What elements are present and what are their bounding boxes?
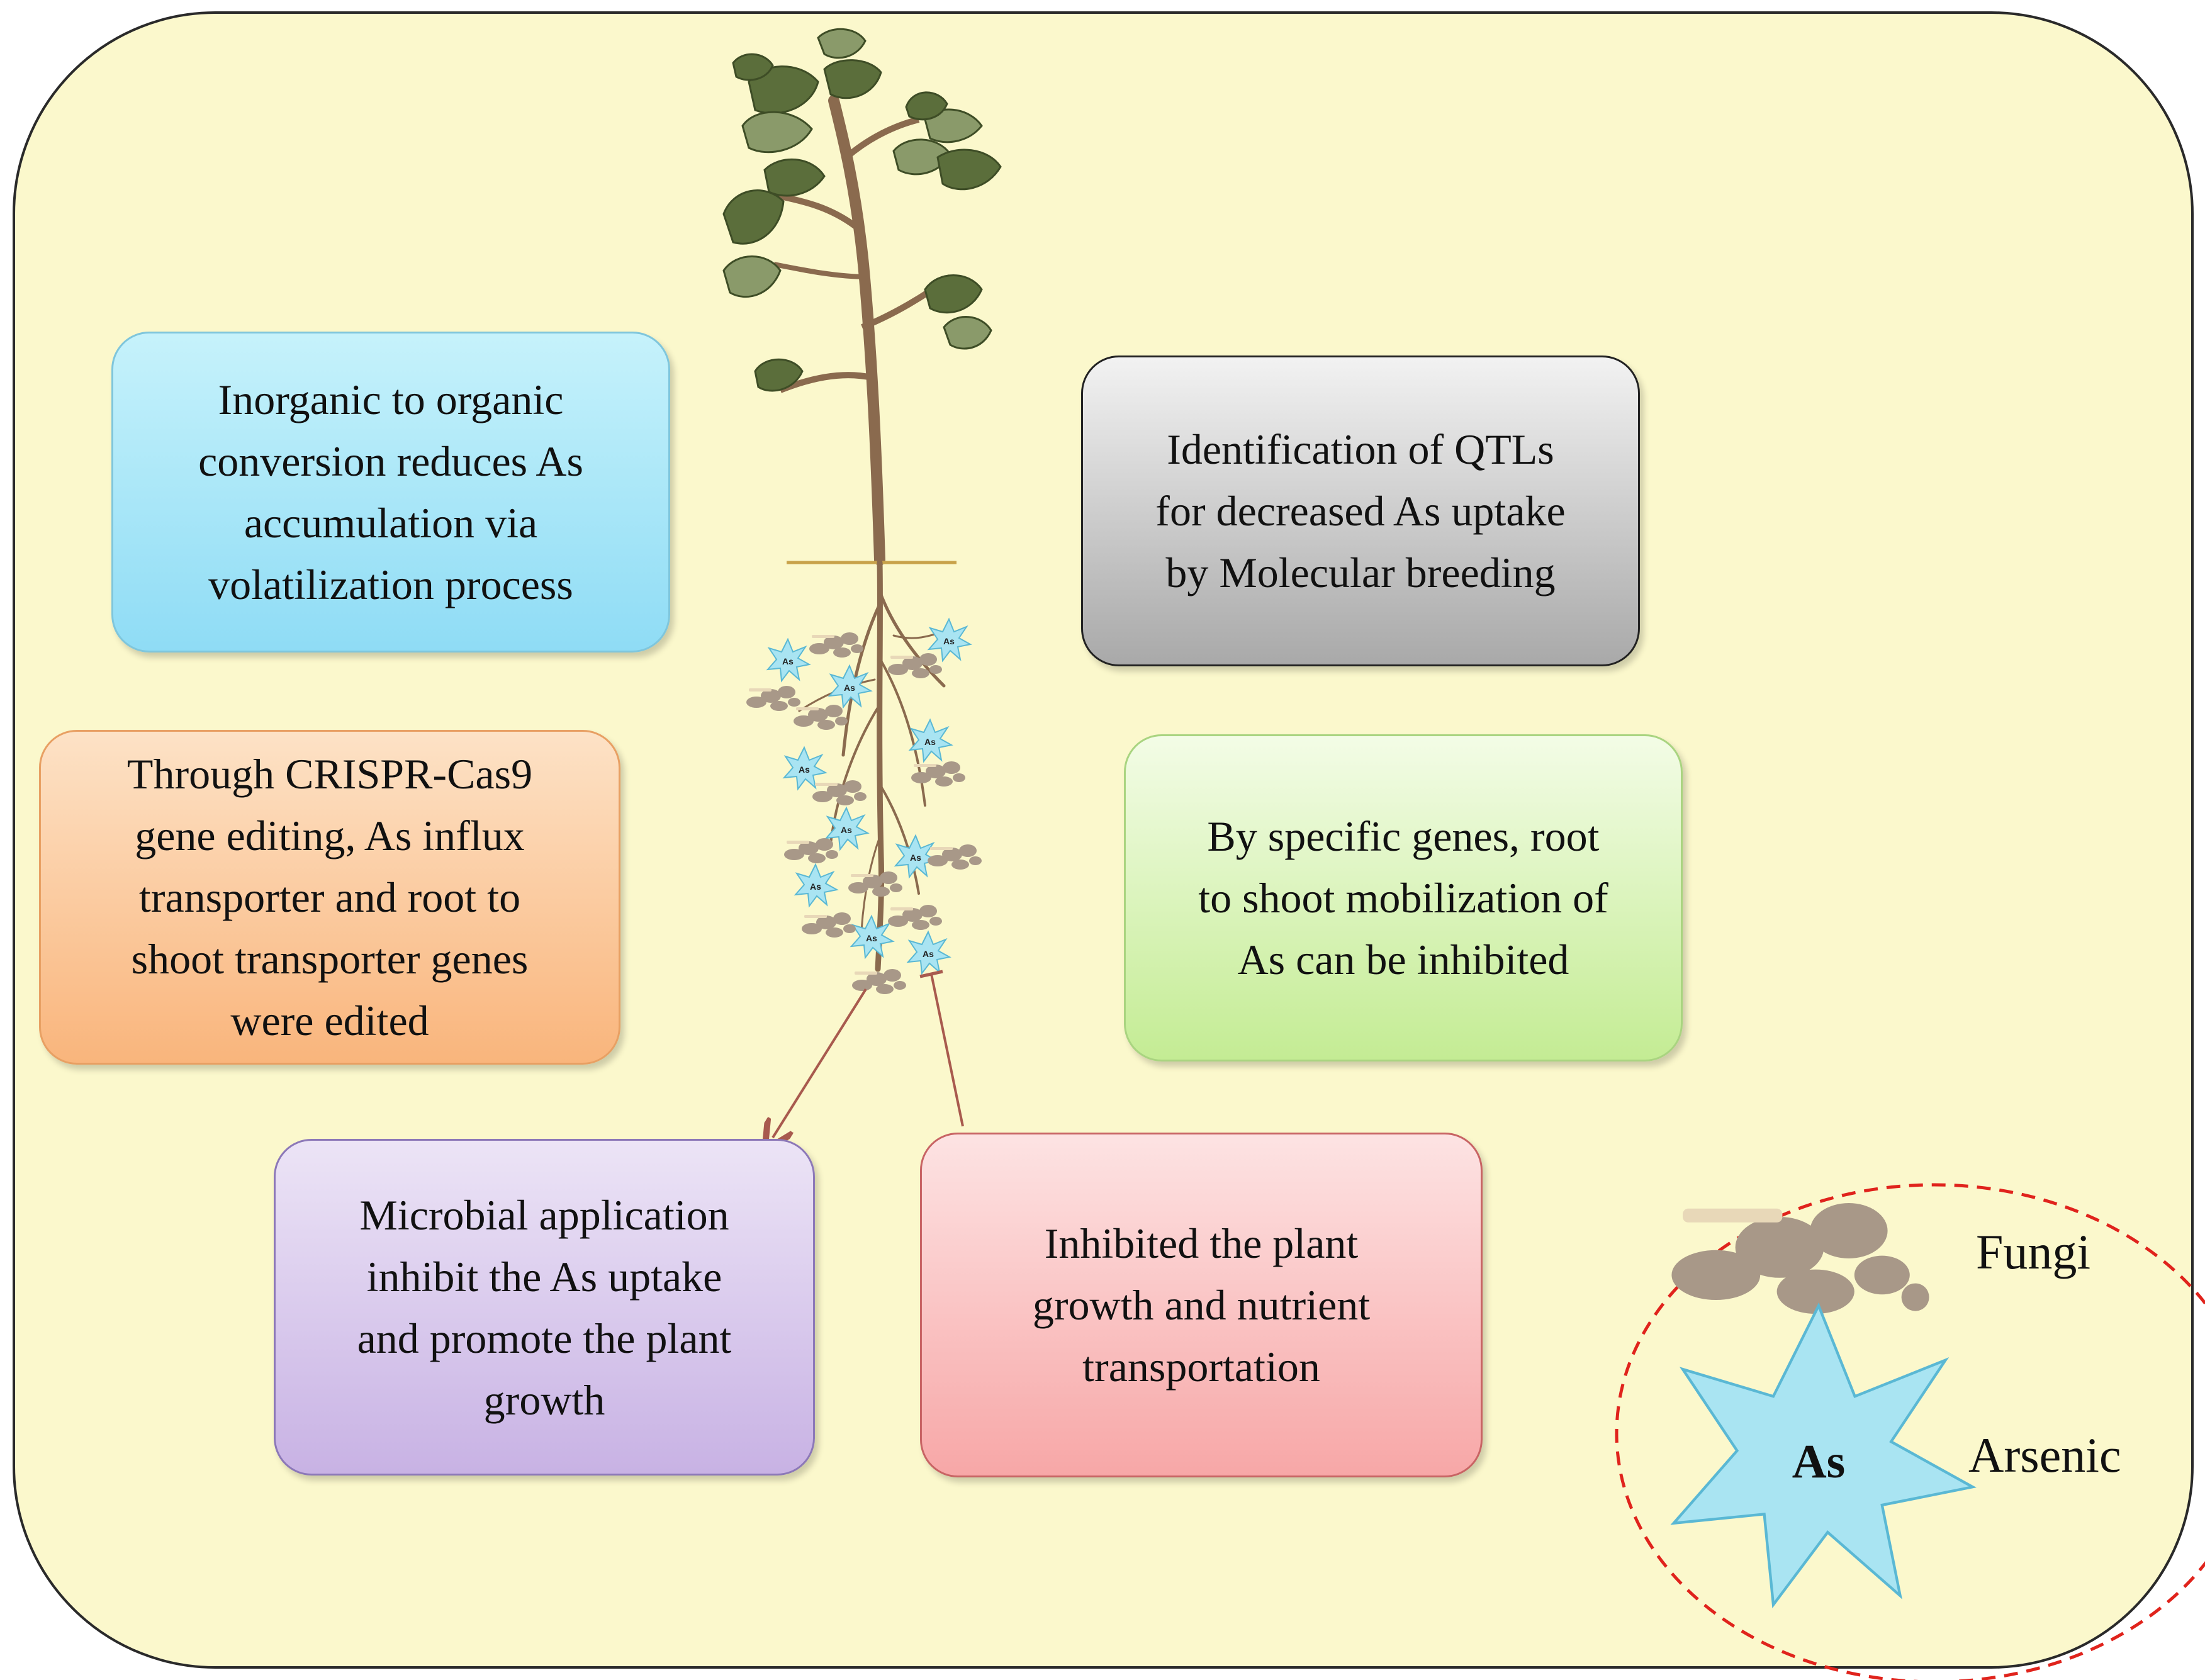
specific-genes-box: By specific genes, root to shoot mobiliz…: [1124, 734, 1683, 1061]
fungi-icon: [1671, 1203, 1929, 1314]
arrow-to-microbial: [773, 988, 867, 1138]
crispr-box: Through CRISPR-Cas9 gene editing, As inf…: [39, 730, 620, 1065]
arsenic-star-icon: [1670, 1302, 1977, 1609]
plant-illustration: [722, 28, 1002, 994]
legend-arsenic-label: Arsenic: [1968, 1428, 2121, 1482]
legend-dashed-circle: [1615, 1183, 2205, 1680]
inhibition-connector: [919, 970, 964, 1127]
volatilization-box: Inorganic to organic conversion reduces …: [111, 332, 670, 652]
legend-fungi-label: Fungi: [1976, 1224, 2091, 1279]
inhibited-growth-box: Inhibited the plant growth and nutrient …: [920, 1133, 1483, 1477]
legend: As: [1615, 1183, 2205, 1680]
arsenic-symbol: As: [1792, 1435, 1845, 1488]
microbial-box: Microbial application inhibit the As upt…: [274, 1139, 815, 1476]
qtl-box: Identification of QTLs for decreased As …: [1081, 356, 1640, 666]
